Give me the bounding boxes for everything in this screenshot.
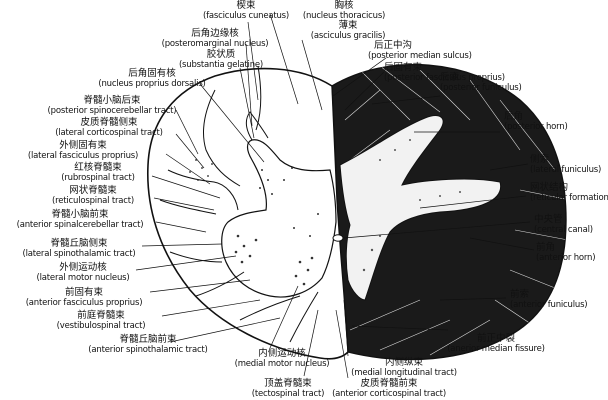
central-canal-shape — [332, 234, 344, 242]
label-posterior-spinocerebellar-tract: 脊髓小脑后束(posterior spinocerebellar tract) — [47, 95, 177, 117]
label-reticulospinal-tract: 网状脊髓束(reticulospinal tract) — [52, 185, 134, 207]
label-central-canal: 中央管(central canal) — [534, 214, 593, 236]
label-rubrospinal-tract: 红核脊髓束(rubrospinal tract) — [61, 162, 135, 184]
label-medial-longitudinal-tract: 内侧纵束(medial longitudinal tract) — [351, 357, 457, 379]
label-lateral-funiculus: 侧索(lateral funiculus) — [530, 154, 602, 176]
label-anterior-fasciculus-proprius: 前固有束(anterior fasciculus proprius) — [25, 287, 143, 309]
label-medial-motor-nucleus: 内侧运动核(medial motor nucleus) — [234, 348, 330, 370]
label-posterior-median-sulcus: 后正中沟(posterior median sulcus) — [368, 40, 472, 62]
label-posterior-fasciculus-proprius: 后固有束(posterior fasciculus proprius) — [384, 62, 505, 84]
label-substantia-gelatinosa: 胶状质(substantia gelatine) — [178, 49, 264, 71]
label-lateral-corticospinal-tract: 皮质脊髓侧束(lateral corticospinal tract) — [55, 117, 163, 139]
label-tectospinal-tract: 顶盖脊髓束(tectospinal tract) — [251, 378, 325, 400]
label-anterior-funiculus: 前索(anterior funiculus) — [510, 289, 588, 311]
label-lateral-motor-nucleus: 外侧运动核(lateral motor nucleus) — [36, 262, 130, 284]
cord-outline-left — [146, 67, 349, 360]
label-lateral-fasciculus-proprius: 外侧固有束(lateral fasciculus proprius) — [27, 140, 139, 162]
label-anterior-spinocerebellar-tract: 脊髓小脑前束(anterior spinalcerebellar tract) — [16, 209, 144, 231]
label-reticular-formation: 网状结构(reticular formation) — [530, 182, 608, 204]
left-grey-matter — [221, 139, 337, 298]
label-fasciculus-gracilis: 薄束(asciculus gracilis) — [310, 20, 386, 42]
label-anterior-corticospinal-tract: 皮质脊髓前束(anterior corticospinal tract) — [332, 378, 446, 400]
label-nucleus-thoracicus: 胸核(nucleus thoracicus) — [302, 0, 386, 22]
label-anterior-median-fissure: 前正中裂(anerior median fissure) — [447, 333, 545, 355]
label-lateral-spinothalamic-tract: 脊髓丘脑侧束(lateral spinothalamic tract) — [22, 238, 136, 260]
label-vestibulospinal-tract: 前庭脊髓束(vestibulospinal tract) — [56, 310, 146, 332]
label-fasciculus-cuneatus: 楔束(fasciculus cuneatus) — [202, 0, 290, 22]
label-posterior-funiculus: 后索(posterior funiculus) — [440, 72, 522, 94]
label-nucleus-proprius-dorsalis: 后角固有核(nucleus proprius dorsalis) — [98, 68, 206, 90]
label-posteromarginal-nucleus: 后角边缘核(posteromarginal nucleus) — [161, 28, 269, 50]
label-posterior-horn: 后角(posterior horn) — [504, 111, 568, 133]
label-anterior-spinothalamic-tract: 脊髓丘脑前束(anterior spinothalamic tract) — [88, 334, 208, 356]
label-anterior-horn: 前角(anterior horn) — [536, 242, 596, 264]
